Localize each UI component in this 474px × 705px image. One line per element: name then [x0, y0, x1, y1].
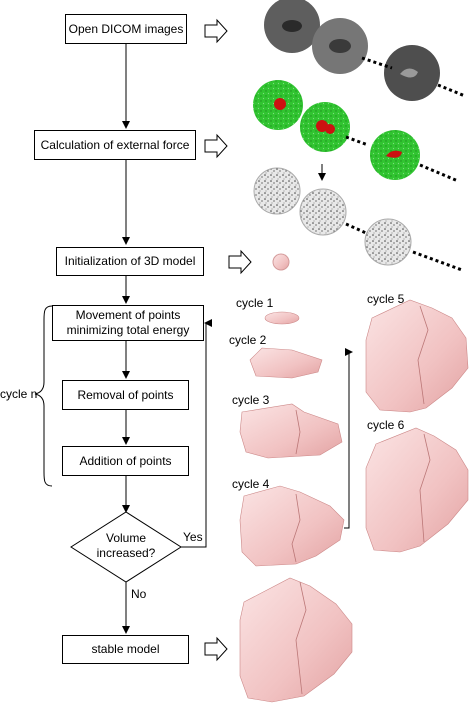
seam: [417, 305, 429, 405]
slice-detail: [386, 150, 402, 158]
cycle2-label: cycle 2: [229, 333, 267, 347]
slice-detail: [329, 39, 351, 53]
seam: [291, 493, 301, 563]
cycle-n-label: cycle n: [0, 387, 38, 401]
hollow-arrow-icon: [228, 249, 252, 275]
slice-dots: [412, 250, 463, 272]
slice-detail: [400, 68, 418, 78]
initial-model-sphere: [272, 253, 290, 271]
edge-slice-image: [364, 218, 412, 266]
cycle6-label: cycle 6: [367, 418, 405, 432]
removal-label: Removal of points: [77, 387, 174, 402]
seam: [295, 581, 307, 695]
seam: [295, 409, 301, 455]
slice-detail: [282, 20, 302, 32]
external-force-step: Calculation of external force: [34, 130, 196, 160]
addition-step: Addition of points: [62, 446, 189, 476]
model-cycle6: [365, 427, 469, 553]
yes-loop-line: [181, 323, 207, 548]
edge-slice-image: [299, 188, 347, 236]
decision-label-line2: increased?: [96, 546, 156, 560]
stable-model-step: stable model: [62, 635, 189, 664]
hollow-arrow-icon: [204, 636, 228, 662]
movement-label-line1: Movement of points: [75, 308, 181, 322]
edge-slices: [253, 167, 463, 272]
model-cycle2: [249, 347, 323, 379]
cycle4-to-cycle5-line: [344, 348, 353, 529]
movement-step: Movement of points minimizing total ener…: [52, 305, 204, 341]
slice-detail: [325, 124, 335, 134]
cycle-brace: [34, 305, 53, 487]
slice-dots: [345, 222, 367, 235]
flow-arrows: [122, 44, 353, 634]
cycle5-label: cycle 5: [367, 292, 405, 306]
removal-step: Removal of points: [62, 380, 189, 410]
model-cycle4: [239, 485, 345, 567]
slice-dots: [437, 83, 466, 98]
cycle1-label: cycle 1: [236, 296, 274, 310]
yes-label: Yes: [183, 530, 203, 544]
open-dicom-step: Open DICOM images: [65, 14, 187, 44]
hollow-arrows: [204, 18, 252, 662]
decision-label-line1: Volume: [105, 531, 147, 545]
no-label: No: [131, 587, 147, 601]
model-seams: [291, 305, 431, 695]
init-model-label: Initialization of 3D model: [64, 254, 196, 268]
cycle4-label: cycle 4: [232, 477, 270, 491]
slice-dots: [361, 56, 393, 70]
dicom-slices: [264, 0, 466, 101]
external-force-label: Calculation of external force: [40, 137, 190, 152]
slice-detail: [274, 98, 286, 110]
decision-diamond: [70, 511, 182, 583]
model-shapes: [239, 299, 469, 703]
seam: [419, 433, 431, 543]
stable-model-label: stable model: [91, 642, 160, 656]
slice-dots: [345, 135, 369, 147]
decision-text: Volume increased?: [86, 531, 166, 561]
model-cycle3: [239, 403, 343, 459]
model-cycle5: [365, 299, 469, 413]
open-dicom-label: Open DICOM images: [68, 21, 184, 36]
edge-slice-image: [253, 167, 301, 215]
init-model-step: Initialization of 3D model: [56, 247, 204, 276]
model-cycle1: [264, 311, 300, 325]
hollow-arrow-icon: [204, 133, 228, 159]
addition-label: Addition of points: [79, 453, 172, 468]
force-slices: [253, 80, 459, 183]
movement-label-line2: minimizing total energy: [66, 323, 190, 337]
hollow-arrow-icon: [204, 18, 228, 44]
cycle3-label: cycle 3: [232, 393, 270, 407]
slice-dots: [419, 163, 459, 183]
